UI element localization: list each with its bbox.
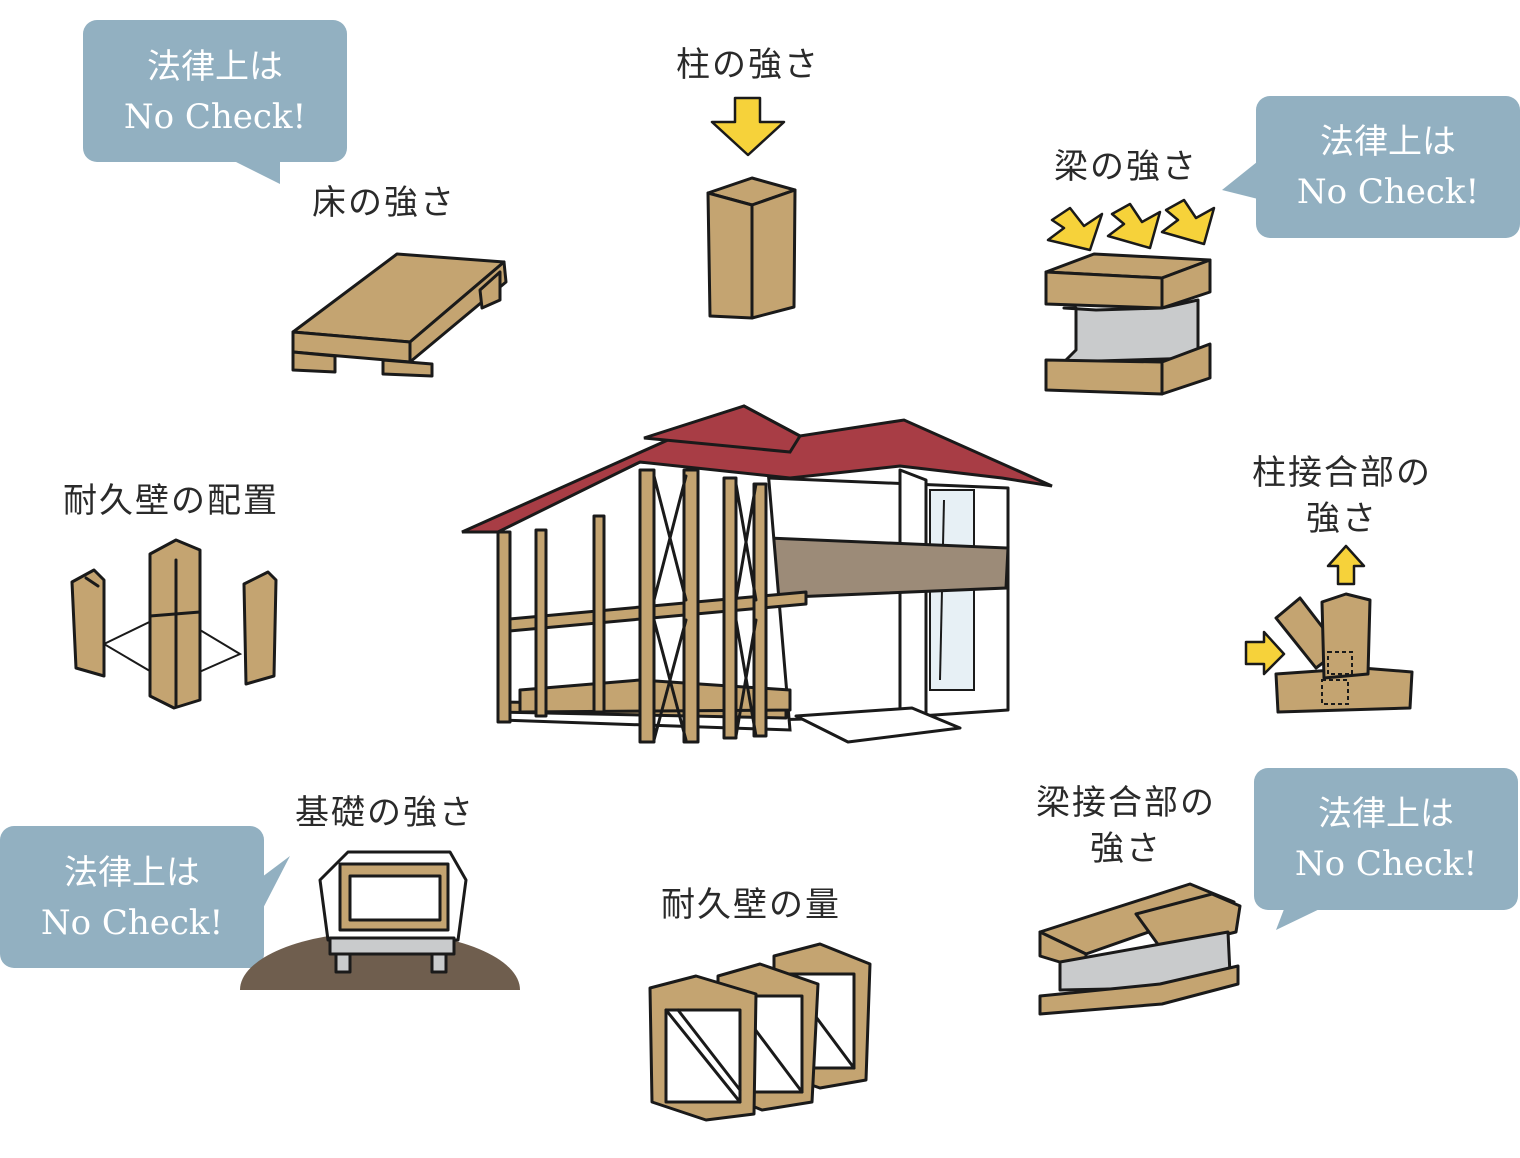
- foundation-icon: [240, 850, 530, 1050]
- pillar-strength-label: 柱の強さ: [676, 45, 820, 85]
- floor-strength-label: 床の強さ: [312, 183, 456, 223]
- bubble-line2: No Check!: [1296, 172, 1480, 212]
- bubble-bottom-left: [0, 826, 290, 968]
- pillar-arrow-icon: [710, 96, 786, 157]
- pillar-joint-arrow-right-icon: [1244, 630, 1286, 676]
- beam-icon: [1044, 252, 1212, 396]
- bubble-top-right-text: 法律上は No Check!: [1256, 117, 1520, 217]
- bubble-line1: 法律上は: [1320, 122, 1456, 162]
- pillar-joint-label-line2: 強さ: [1306, 499, 1378, 539]
- bubble-top-left-text: 法律上は No Check!: [83, 42, 347, 142]
- beam-strength-label: 梁の強さ: [1054, 147, 1198, 187]
- pillar-joint-label-line1: 柱接合部の: [1252, 453, 1432, 493]
- bubble-top-left: [83, 20, 347, 184]
- bubble-top-right: [1222, 96, 1520, 238]
- bubble-line1: 法律上は: [147, 47, 283, 87]
- wall-amount-icon: [648, 942, 872, 1122]
- bubble-bottom-left-text: 法律上は No Check!: [0, 848, 264, 948]
- bubble-line2: No Check!: [40, 903, 224, 943]
- bubble-line1: 法律上は: [64, 853, 200, 893]
- bubble-bottom-right: [1254, 768, 1518, 930]
- beam-arrows-icon: [1046, 198, 1216, 252]
- wall-layout-icon: [70, 538, 278, 710]
- floor-icon: [291, 252, 508, 378]
- bubble-line1: 法律上は: [1318, 794, 1454, 834]
- beam-joint-label-line2: 強さ: [1090, 829, 1162, 869]
- pillar-joint-icon: [1274, 592, 1414, 714]
- beam-joint-label-line1: 梁接合部の: [1036, 783, 1216, 823]
- beam-joint-icon: [1038, 882, 1242, 1016]
- bubble-bottom-right-text: 法律上は No Check!: [1254, 789, 1518, 889]
- bubble-line2: No Check!: [123, 97, 307, 137]
- wall-amount-label: 耐久壁の量: [661, 885, 841, 925]
- pillar-icon: [706, 176, 797, 320]
- wall-layout-label: 耐久壁の配置: [63, 481, 279, 521]
- pillar-joint-arrow-up-icon: [1326, 544, 1366, 586]
- bubble-line2: No Check!: [1294, 844, 1478, 884]
- house-illustration: [461, 404, 1053, 744]
- foundation-strength-label: 基礎の強さ: [295, 793, 475, 833]
